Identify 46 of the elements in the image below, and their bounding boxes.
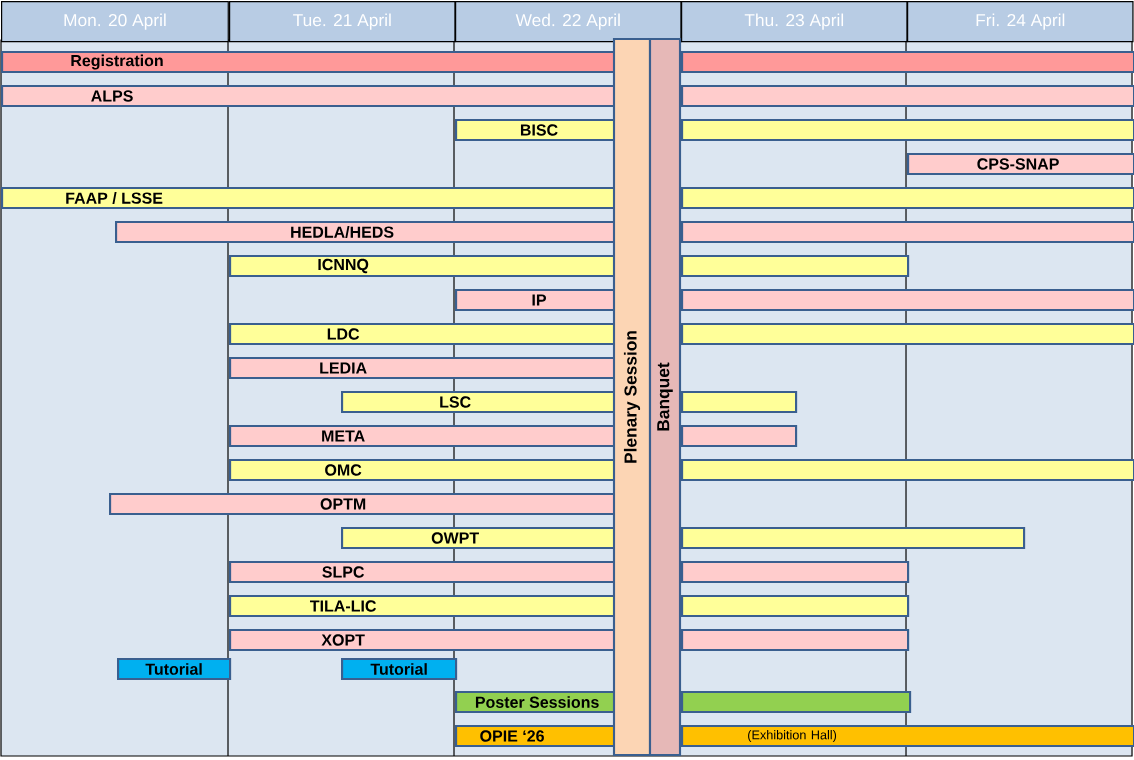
session-bar bbox=[681, 390, 798, 414]
day-header: Mon. 20 April bbox=[1, 1, 229, 43]
session-bar: CPS-SNAP bbox=[907, 152, 1134, 176]
session-bar bbox=[681, 186, 1134, 210]
session-bar: BISC bbox=[455, 118, 618, 142]
session-bar bbox=[681, 254, 910, 278]
session-bar: Registration bbox=[1, 50, 618, 74]
session-bar: HEDLA/HEDS bbox=[115, 220, 618, 244]
session-bar: Tutorial bbox=[341, 657, 458, 681]
session-bar bbox=[681, 628, 910, 652]
session-bar bbox=[681, 84, 1134, 108]
session-bar: OPTM bbox=[109, 492, 618, 516]
session-bar: Tutorial bbox=[117, 657, 232, 681]
session-bar: LDC bbox=[229, 322, 618, 346]
day-header: Tue. 21 April bbox=[229, 1, 456, 43]
session-bar bbox=[681, 424, 798, 448]
session-bar bbox=[681, 220, 1134, 244]
session-bar: Poster Sessions bbox=[455, 690, 618, 714]
day-header: Wed. 22 April bbox=[455, 1, 682, 43]
session-bar: XOPT bbox=[229, 628, 618, 652]
session-bar: ICNNQ bbox=[229, 254, 618, 278]
session-bar: ALPS bbox=[1, 84, 618, 108]
session-column: Banquet bbox=[648, 37, 682, 757]
session-bar: META bbox=[229, 424, 618, 448]
session-bar bbox=[681, 690, 912, 714]
session-bar: SLPC bbox=[229, 560, 618, 584]
session-bar bbox=[681, 458, 1134, 482]
session-bar bbox=[681, 526, 1026, 550]
day-header: Thu. 23 April bbox=[681, 1, 908, 43]
session-bar bbox=[681, 560, 910, 584]
session-bar: OWPT bbox=[341, 526, 618, 550]
session-bar: IP bbox=[455, 288, 618, 312]
session-bar: FAAP / LSSE bbox=[1, 186, 618, 210]
day-header: Fri. 24 April bbox=[907, 1, 1134, 43]
session-bar bbox=[681, 118, 1134, 142]
session-bar bbox=[681, 594, 910, 618]
session-bar: (Exhibition Hall) bbox=[681, 724, 1134, 748]
session-bar: LSC bbox=[341, 390, 618, 414]
session-bar bbox=[681, 322, 1134, 346]
session-bar bbox=[681, 50, 1134, 74]
session-bar: OMC bbox=[229, 458, 618, 482]
session-column: Plenary Session bbox=[612, 37, 652, 757]
session-bar: OPIE ‘26 bbox=[455, 724, 618, 748]
session-bar: LEDIA bbox=[229, 356, 618, 380]
session-bar bbox=[681, 288, 1134, 312]
session-bar: TILA-LIC bbox=[229, 594, 618, 618]
